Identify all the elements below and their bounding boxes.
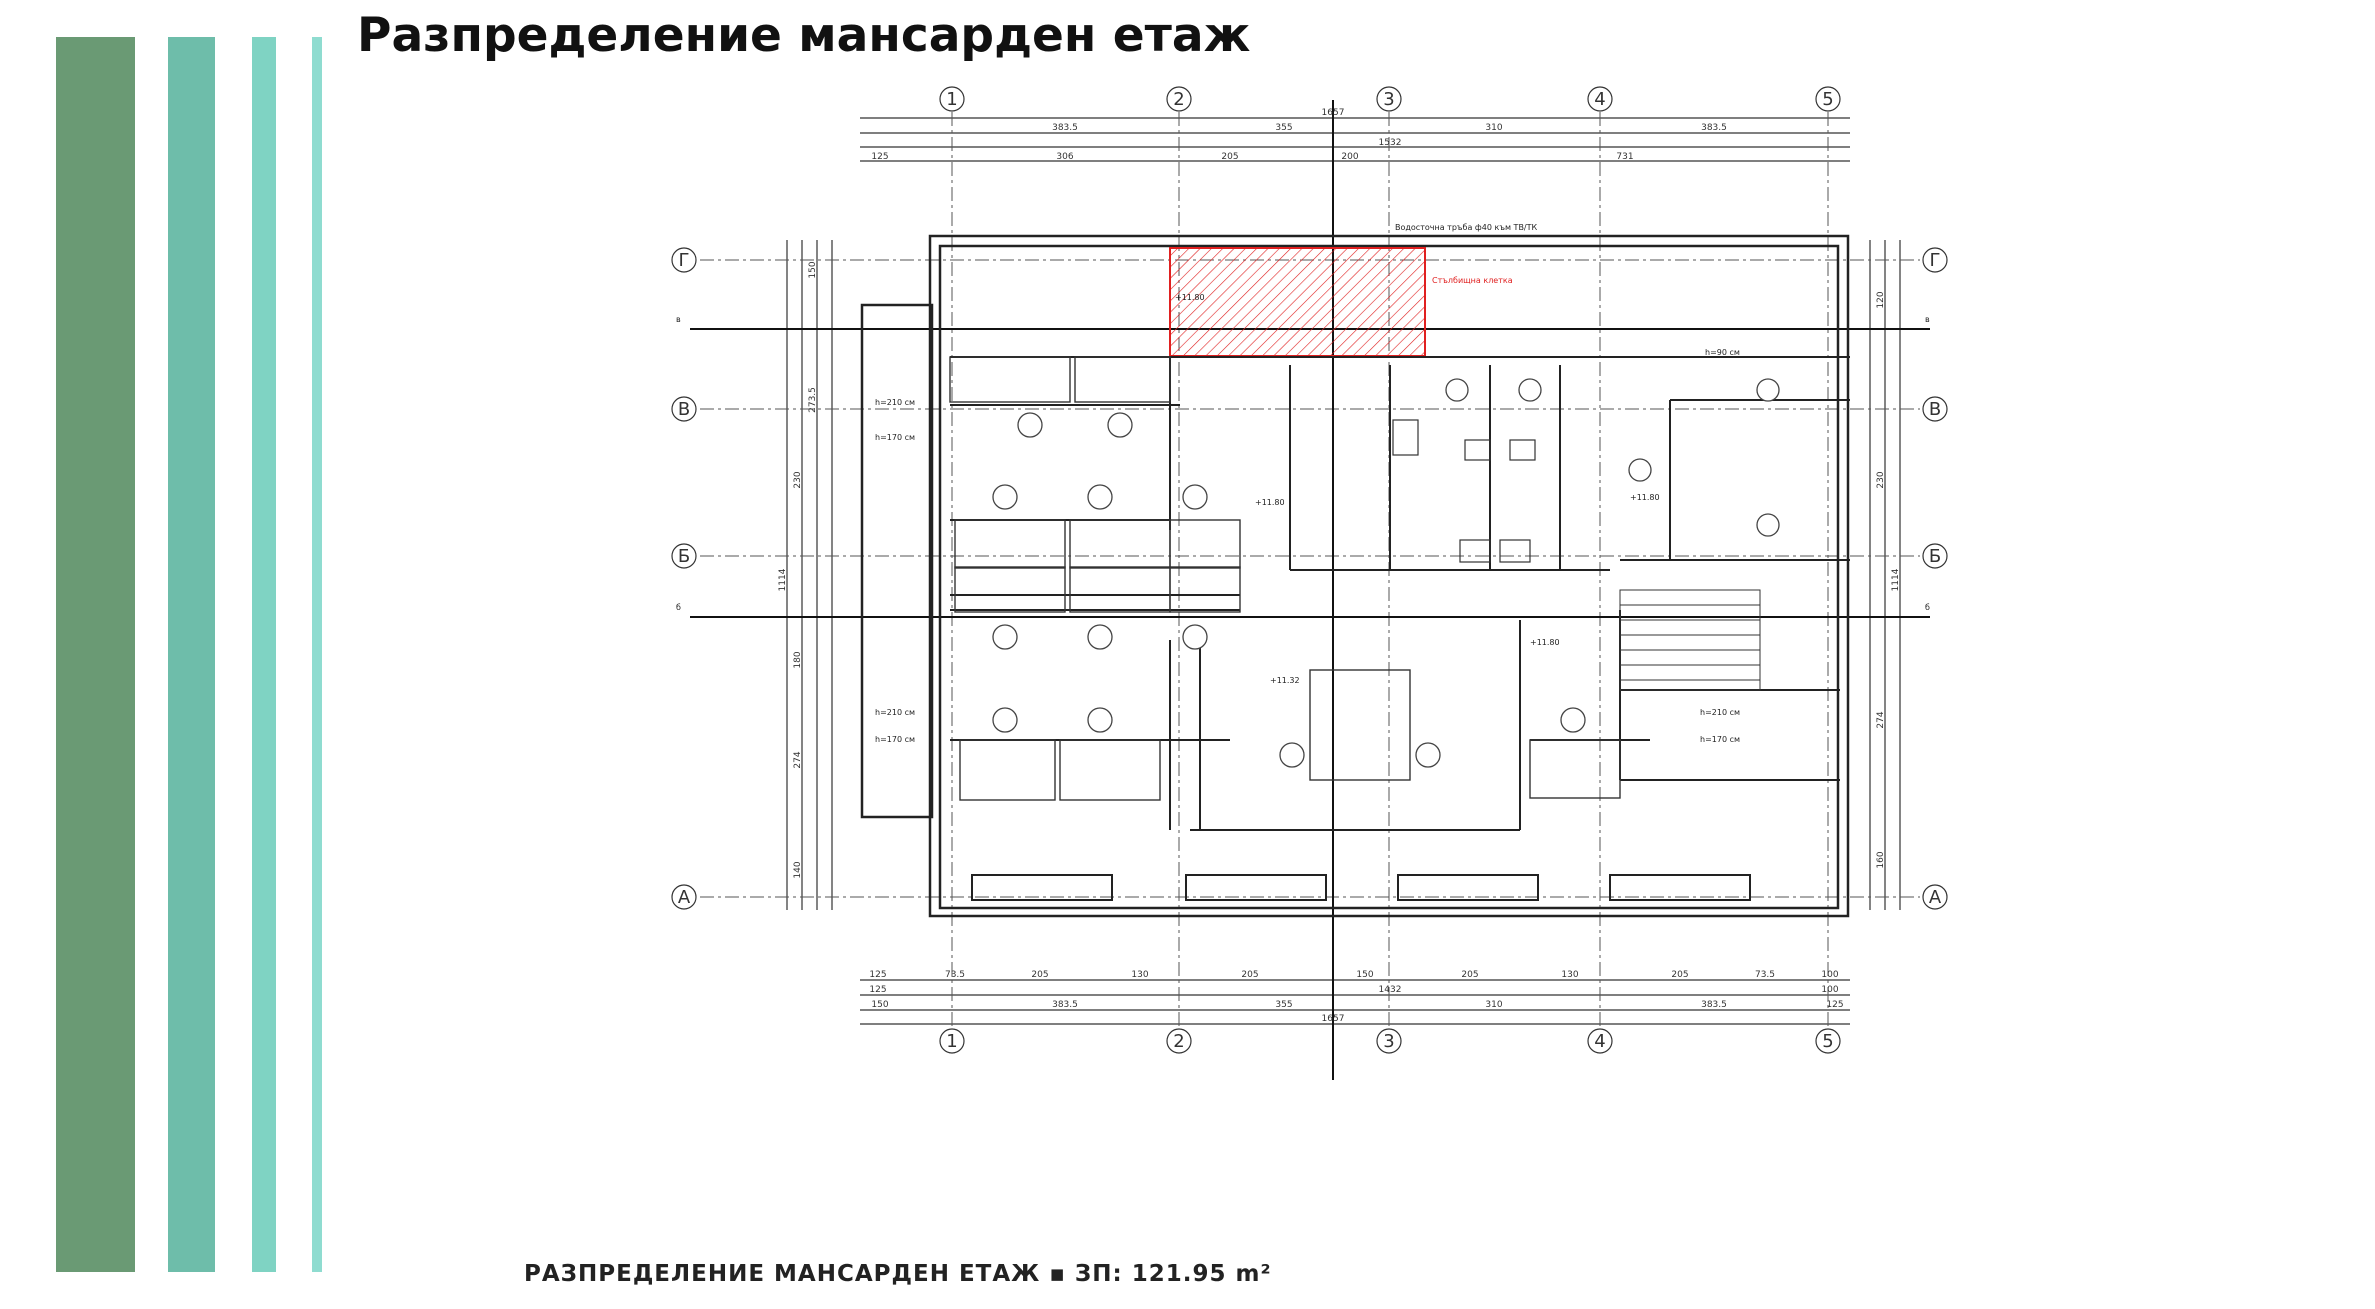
dim-bottom-11: 100	[1821, 970, 1838, 980]
height-note-5: h=170 см	[875, 735, 915, 744]
height-note-2: h=170 см	[875, 433, 915, 442]
dim-bottom-8: 130	[1561, 970, 1578, 980]
dim-left-6: 150	[808, 261, 818, 278]
height-note-4: h=210 см	[875, 708, 915, 717]
level-mark-4: +11.80	[1175, 293, 1205, 302]
axis-label-b-right: Б	[1929, 546, 1941, 567]
stair-zone-note: Стълбищна клетка	[1432, 276, 1513, 285]
height-note-6: h=210 см	[1700, 708, 1740, 717]
height-note-1: h=210 см	[875, 398, 915, 407]
section-mark-b-left: б	[676, 603, 681, 612]
axis-label-2-top: 2	[1173, 89, 1184, 110]
dim-top-2: 355	[1275, 123, 1292, 133]
dim-right-1: 160	[1876, 851, 1886, 868]
level-mark-3: +11.80	[1530, 638, 1560, 647]
axis-label-2-bottom: 2	[1173, 1031, 1184, 1052]
dim-right-4: 120	[1876, 291, 1886, 308]
dim-top2-1: 125	[871, 152, 888, 162]
section-mark-v-right: в	[1925, 315, 1930, 324]
dim-top-3: 310	[1485, 123, 1502, 133]
dim-bottom-4: 130	[1131, 970, 1148, 980]
dim-bottom-7: 205	[1461, 970, 1478, 980]
axis-label-v-right: В	[1929, 399, 1941, 420]
dim-bottom-2: 73.5	[945, 970, 965, 980]
dim-bottom3-5: 383.5	[1701, 1000, 1727, 1010]
dim-bottom2-2: 1432	[1379, 985, 1402, 995]
axis-label-v-left: В	[678, 399, 690, 420]
dim-left-3: 180	[793, 651, 803, 668]
axis-label-1-bottom: 1	[946, 1031, 957, 1052]
axis-label-b-left: Б	[678, 546, 690, 567]
dim-bottom-1: 125	[869, 970, 886, 980]
dim-right-2: 274	[1876, 711, 1886, 728]
dim-right-overall: 1114	[1891, 568, 1901, 591]
dim-bottom-overall: 1657	[1322, 1014, 1345, 1024]
dim-bottom-6: 150	[1356, 970, 1373, 980]
decorative-stripe-3	[252, 37, 276, 1272]
dim-top-4: 383.5	[1701, 123, 1727, 133]
decorative-stripe-4	[312, 37, 322, 1272]
dim-top2-4: 200	[1341, 152, 1358, 162]
dim-bottom3-3: 355	[1275, 1000, 1292, 1010]
dim-right-3: 230	[1876, 471, 1886, 488]
dim-left-5: 273.5	[808, 387, 818, 413]
height-note-7: h=170 см	[1700, 735, 1740, 744]
dim-top-1: 383.5	[1052, 123, 1078, 133]
top-note: Водосточна тръба ф40 към ТВ/ТК	[1395, 223, 1538, 232]
axis-label-5-top: 5	[1822, 89, 1833, 110]
dim-top2-5: 731	[1616, 152, 1633, 162]
axis-label-a-right: А	[1929, 887, 1942, 908]
dim-bottom2-3: 100	[1821, 985, 1838, 995]
dim-left-overall: 1114	[778, 568, 788, 591]
dim-bottom3-1: 150	[871, 1000, 888, 1010]
axis-label-3-top: 3	[1383, 89, 1394, 110]
section-mark-v-left: в	[676, 315, 681, 324]
slide-title: Разпределение мансарден етаж	[357, 8, 1251, 63]
dim-bottom3-4: 310	[1485, 1000, 1502, 1010]
dim-top2-2: 306	[1056, 152, 1073, 162]
axis-label-g-left: Г	[679, 250, 690, 271]
level-mark-5: +11.32	[1270, 676, 1300, 685]
dim-bottom-3: 205	[1031, 970, 1048, 980]
dim-top-overall-2: 1532	[1379, 138, 1402, 148]
axis-label-3-bottom: 3	[1383, 1031, 1394, 1052]
decorative-stripe-1	[56, 37, 135, 1272]
axis-label-g-right: Г	[1930, 250, 1941, 271]
dim-bottom-10: 73.5	[1755, 970, 1775, 980]
slide-caption: РАЗПРЕДЕЛЕНИЕ МАНСАРДЕН ЕТАЖ ▪ ЗП: 121.9…	[524, 1261, 1272, 1287]
dim-left-1: 140	[793, 861, 803, 878]
axis-label-4-top: 4	[1594, 89, 1605, 110]
dim-top2-3: 205	[1221, 152, 1238, 162]
level-mark-1: +11.80	[1255, 498, 1285, 507]
axis-label-5-bottom: 5	[1822, 1031, 1833, 1052]
stair-zone-hatch	[1169, 247, 1426, 357]
height-note-3: h=90 см	[1705, 348, 1740, 357]
dim-top-overall-1: 1657	[1322, 108, 1345, 118]
dim-bottom-9: 205	[1671, 970, 1688, 980]
axis-label-a-left: А	[678, 887, 691, 908]
decorative-stripe-2	[168, 37, 215, 1272]
section-mark-b-right: б	[1925, 603, 1930, 612]
dim-bottom2-1: 125	[869, 985, 886, 995]
dim-bottom3-6: 125	[1826, 1000, 1843, 1010]
dim-bottom3-2: 383.5	[1052, 1000, 1078, 1010]
axis-label-4-bottom: 4	[1594, 1031, 1605, 1052]
dim-left-2: 274	[793, 751, 803, 768]
dim-left-4: 230	[793, 471, 803, 488]
dim-bottom-5: 205	[1241, 970, 1258, 980]
axis-label-1-top: 1	[946, 89, 957, 110]
level-mark-2: +11.80	[1630, 493, 1660, 502]
